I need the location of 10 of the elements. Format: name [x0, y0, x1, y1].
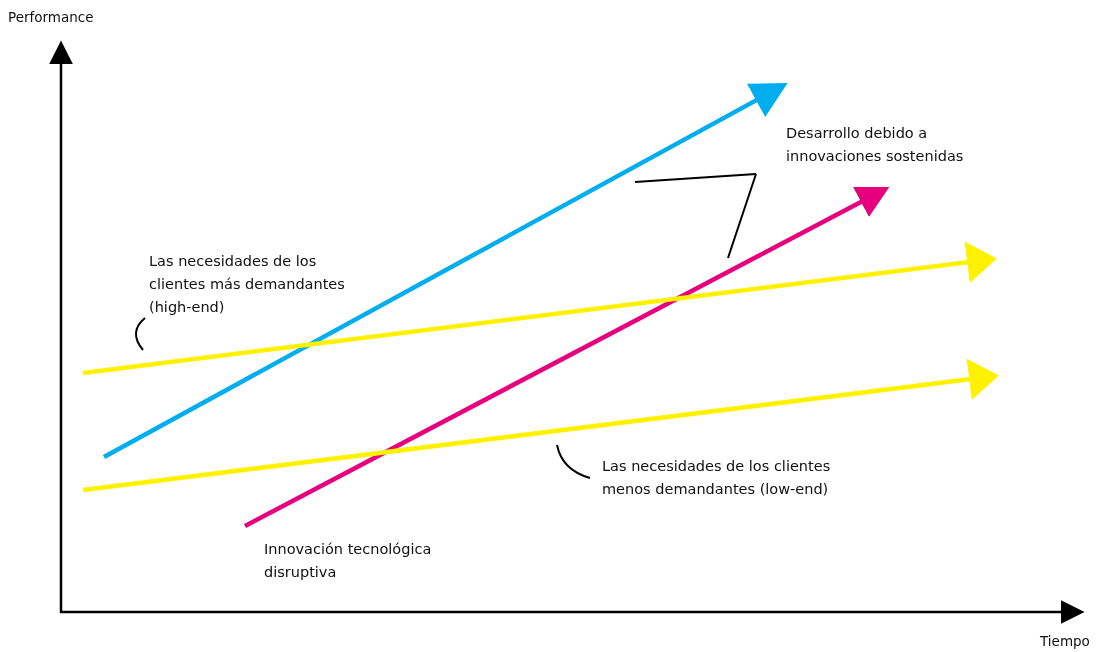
leader-line — [135, 317, 146, 351]
axis-label: Tiempo — [1040, 632, 1091, 651]
annotation-text: Las necesidades de los clientes menos demandantes (low-end) — [590, 455, 850, 501]
leader-line — [556, 444, 591, 479]
leader-line — [634, 173, 757, 183]
annotation-text: Las necesidades de los clientes más demandantes (high-end) — [140, 250, 365, 318]
leader-line — [727, 173, 757, 259]
annotation-text: Innovación tecnológica disruptiva — [264, 540, 433, 582]
axis-label: Performance — [8, 8, 95, 27]
annotation-text: Desarrollo debido a innovaciones sostenidas — [748, 122, 980, 174]
